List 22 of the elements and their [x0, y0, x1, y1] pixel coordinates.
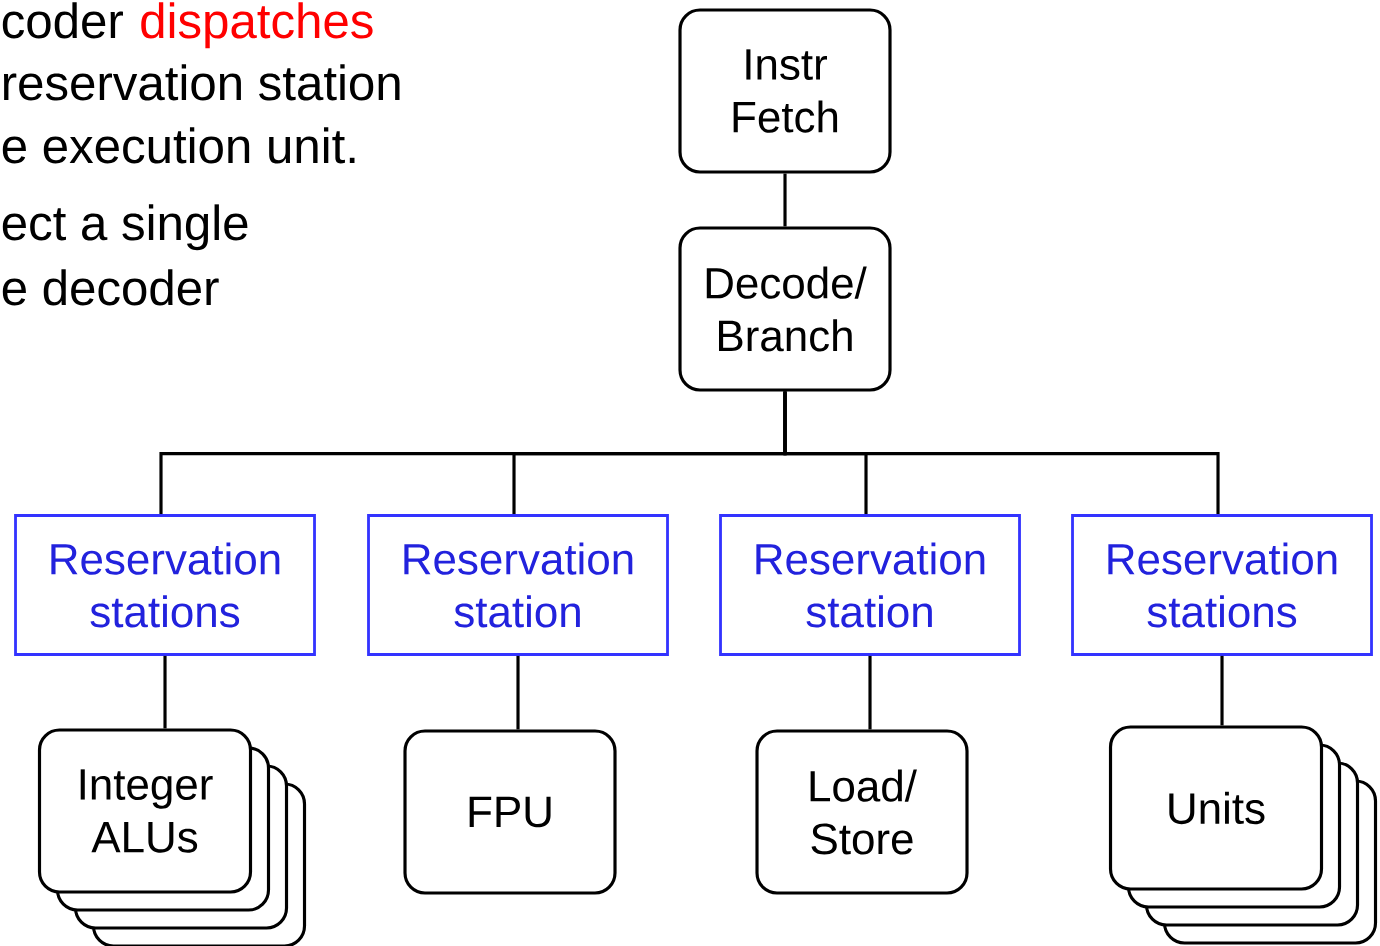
process-box: FPU [403, 729, 617, 895]
text-line: e decoder [2, 269, 219, 306]
process-box: Instr Fetch [678, 8, 892, 174]
connector-line [163, 655, 167, 729]
stacked-unit-boxes: Units [1108, 725, 1378, 945]
reservation-station-box: Reservation stations [14, 514, 316, 656]
text-line: reservation station [3, 64, 400, 101]
connector-line [783, 391, 1220, 515]
process-box: Decode/ Branch [678, 226, 892, 392]
connector-line [1220, 655, 1224, 726]
stacked-unit-boxes: Integer ALUs [37, 728, 307, 946]
connector-line [868, 655, 872, 730]
reservation-station-box: Reservation station [367, 514, 669, 656]
text-line: dispatches [141, 2, 373, 49]
text-line: coder [2, 2, 123, 39]
connector-line [516, 655, 520, 730]
reservation-station-box: Reservation stations [1071, 514, 1373, 656]
reservation-station-box: Reservation station [719, 514, 1021, 656]
connector-line [783, 173, 787, 227]
text-line: ect a single [2, 204, 248, 251]
process-box: Load/ Store [755, 729, 969, 895]
text-line: e execution unit. [2, 127, 355, 164]
